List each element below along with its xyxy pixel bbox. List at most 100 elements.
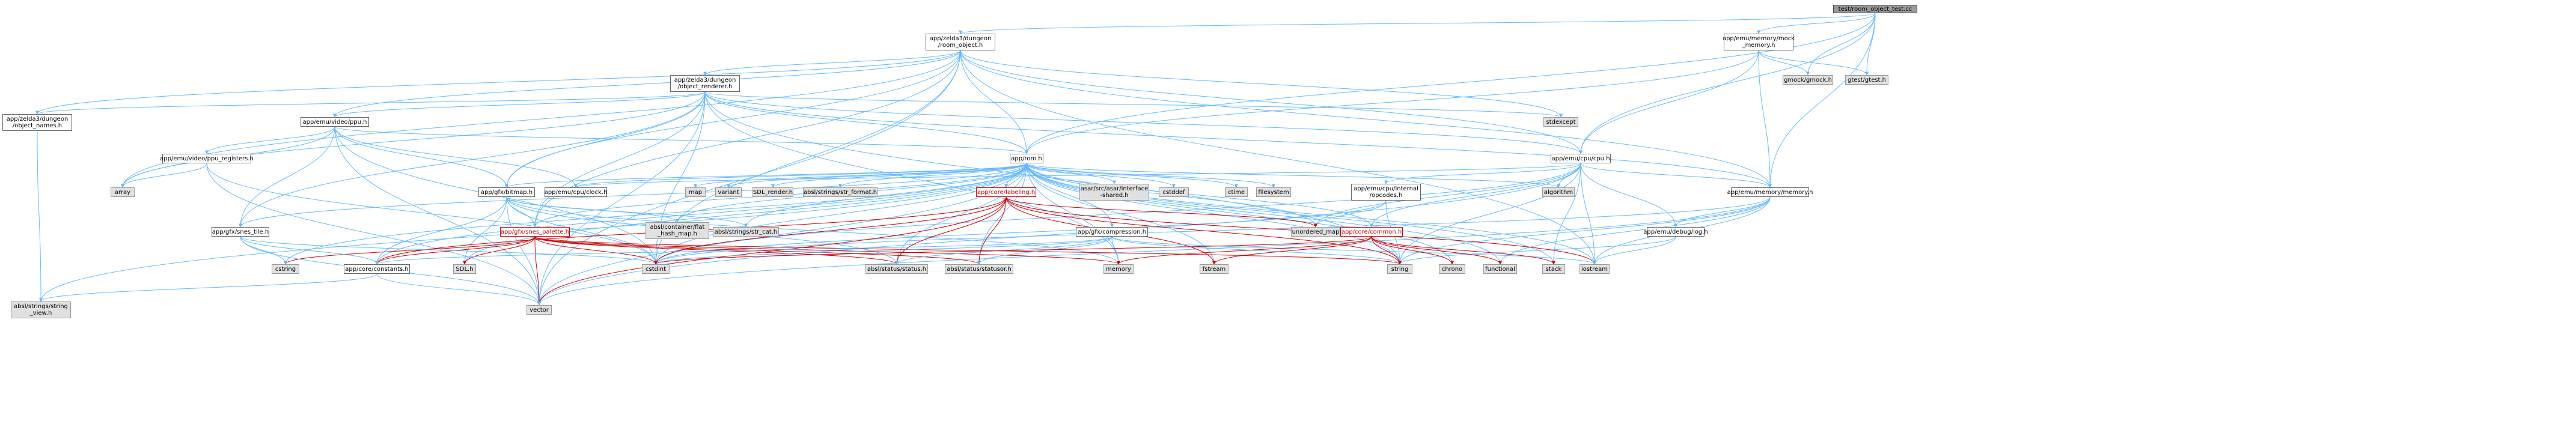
node-ppu-h[interactable]: app/emu/video/ppu.h <box>301 117 369 127</box>
edge-room_object-to-cpu <box>960 50 1583 154</box>
edge-rom-to-clock <box>574 163 1027 188</box>
edge-opcodes-to-cstdint <box>654 200 1387 265</box>
edge-rom-to-str_format <box>838 163 1027 188</box>
edge-object_names-to-string_view <box>37 130 43 302</box>
node-mock-memory-h[interactable]: app/emu/memory/mock _memory.h <box>1723 34 1795 50</box>
node-labeling-h[interactable]: app/core/labeling.h <box>976 187 1036 197</box>
edge-room_object-to-bitmap <box>505 50 961 188</box>
edge-cpu-to-unordered_map <box>1314 163 1581 228</box>
node-map: map <box>685 187 706 197</box>
edge-rom-to-status <box>895 163 1027 265</box>
edge-cpu-to-cstdint <box>654 163 1581 265</box>
node-asar-interface-shared-h: asar/src/asar/interface -shared.h <box>1079 184 1149 201</box>
edge-memory_h-to-string <box>1398 196 1771 265</box>
edge-object_renderer-to-bitmap <box>505 91 706 188</box>
node-room-object-h[interactable]: app/zelda3/dungeon /room_object.h <box>926 34 995 50</box>
edge-rom-to-memory <box>1026 163 1120 265</box>
node-string-view-h: absl/strings/string _view.h <box>11 301 71 318</box>
node-clock-h[interactable]: app/emu/cpu/clock.h <box>545 187 607 197</box>
edge-root-to-room_object <box>959 13 1876 34</box>
edge-common-to-fstream <box>1212 236 1372 265</box>
node-algorithm: algorithm <box>1542 187 1575 197</box>
edge-object_renderer-to-array <box>121 91 706 188</box>
node-flat-hash-map-h: absl/container/flat _hash_map.h <box>646 222 709 239</box>
edge-root-to-rom <box>1025 13 1876 154</box>
node-vector: vector <box>526 305 552 315</box>
edge-room_object-to-ppu <box>333 50 961 118</box>
node-ppu-registers-h[interactable]: app/emu/video/ppu_registers.h <box>160 154 254 163</box>
edge-labeling-to-unordered_map <box>1006 196 1317 228</box>
edge-ppu_registers-to-vector <box>206 163 541 306</box>
edge-room_object-to-memory_h <box>960 50 1772 188</box>
node-root-room-object-test[interactable]: test/room_object_test.cc <box>1833 5 1917 13</box>
edge-cpu-to-common <box>1370 163 1581 228</box>
node-cpu-h[interactable]: app/emu/cpu/cpu.h <box>1551 154 1611 163</box>
edge-common-to-string <box>1371 236 1402 265</box>
node-log-h[interactable]: app/emu/debug/log.h <box>1643 227 1708 237</box>
edge-log-to-iostream <box>1593 236 1676 265</box>
node-functional: functional <box>1483 264 1517 274</box>
edge-common-to-functional <box>1371 236 1502 265</box>
edge-snes_palette-to-sdl <box>463 236 536 265</box>
node-compression-h[interactable]: app/gfx/compression.h <box>1076 227 1148 237</box>
edge-rom-to-functional <box>1026 163 1502 265</box>
node-ctime: ctime <box>1225 187 1248 197</box>
edge-ppu_registers-to-array <box>121 163 207 188</box>
edge-rom-to-algorithm <box>1026 163 1560 188</box>
edge-common-to-memory <box>1117 236 1372 265</box>
edge-room_object-to-object_renderer <box>703 50 961 76</box>
node-gmock-h: gmock/gmock.h <box>1783 75 1833 85</box>
edge-snes_palette-to-memory <box>534 236 1120 265</box>
edge-snes_tile-to-cstring <box>240 236 287 265</box>
node-string: string <box>1387 264 1412 274</box>
edge-rom-to-ctime <box>1026 163 1238 188</box>
edge-room_object-to-iostream <box>960 50 1596 265</box>
edge-rom-to-constants <box>375 163 1027 265</box>
edge-object_renderer-to-stdexcept <box>704 91 1563 118</box>
edge-ppu-to-rom <box>334 126 1028 154</box>
node-cstdint: cstdint <box>642 264 670 274</box>
edge-object_renderer-to-cpu <box>704 91 1583 154</box>
node-snes-tile-h[interactable]: app/gfx/snes_tile.h <box>212 227 269 237</box>
edge-rom-to-chrono <box>1026 163 1454 265</box>
edge-object_renderer-to-ppu <box>333 91 706 118</box>
edge-compression-to-cstdint <box>654 236 1113 265</box>
edge-object_renderer-to-vector <box>537 91 706 306</box>
edge-cpu-to-iostream <box>1580 163 1596 265</box>
node-cstring: cstring <box>272 264 299 274</box>
edge-cpu-to-string <box>1398 163 1581 265</box>
node-statusor-h: absl/status/statusor.h <box>945 264 1013 274</box>
edge-ppu-to-ppu_registers <box>205 126 335 154</box>
edge-rom-to-sdl_render <box>771 163 1027 188</box>
node-str-cat-h: absl/strings/str_cat.h <box>713 227 779 237</box>
edge-log-to-string <box>1398 236 1676 265</box>
edge-compression-to-iostream <box>1111 236 1596 265</box>
node-sdl-h: SDL.h <box>453 264 476 274</box>
node-object-names-h[interactable]: app/zelda3/dungeon /object_names.h <box>2 114 72 131</box>
node-str-format-h: absl/strings/str_format.h <box>803 187 877 197</box>
node-constants-h[interactable]: app/core/constants.h <box>344 264 410 274</box>
edge-cpu-to-memory_h <box>1580 163 1772 188</box>
edge-labeling-to-string <box>1006 196 1402 265</box>
edge-room_object-to-vector <box>537 50 961 306</box>
edge-object_renderer-to-object_names <box>35 91 706 115</box>
node-bitmap-h[interactable]: app/gfx/bitmap.h <box>478 187 535 197</box>
node-memory-h[interactable]: app/emu/memory/memory.h <box>1727 187 1813 197</box>
node-rom-h[interactable]: app/rom.h <box>1010 154 1043 163</box>
node-sdl-render-h: SDL_render.h <box>752 187 793 197</box>
node-common-h[interactable]: app/core/common.h <box>1340 227 1403 237</box>
edge-ppu-to-snes_tile <box>239 126 335 228</box>
edge-constants-to-vector <box>376 273 541 306</box>
node-opcodes-h[interactable]: app/emu/cpu/internal /opcodes.h <box>1351 184 1421 201</box>
edge-snes_tile-to-cstdint <box>240 236 658 265</box>
edge-rom-to-vector <box>537 163 1027 306</box>
node-object-renderer-h[interactable]: app/zelda3/dungeon /object_renderer.h <box>670 75 740 92</box>
edge-object_renderer-to-rom <box>704 91 1028 154</box>
node-snes-palette-h[interactable]: app/gfx/snes_palette.h <box>500 227 570 237</box>
edge-labeling-to-statusor <box>977 196 1007 265</box>
edge-mock_memory-to-cpu <box>1579 50 1759 154</box>
edge-opcodes-to-unordered_map <box>1314 200 1387 228</box>
edge-snes_palette-to-cstring <box>284 236 536 265</box>
edge-common-to-chrono <box>1371 236 1454 265</box>
edge-memory_h-to-vector <box>537 196 1771 306</box>
